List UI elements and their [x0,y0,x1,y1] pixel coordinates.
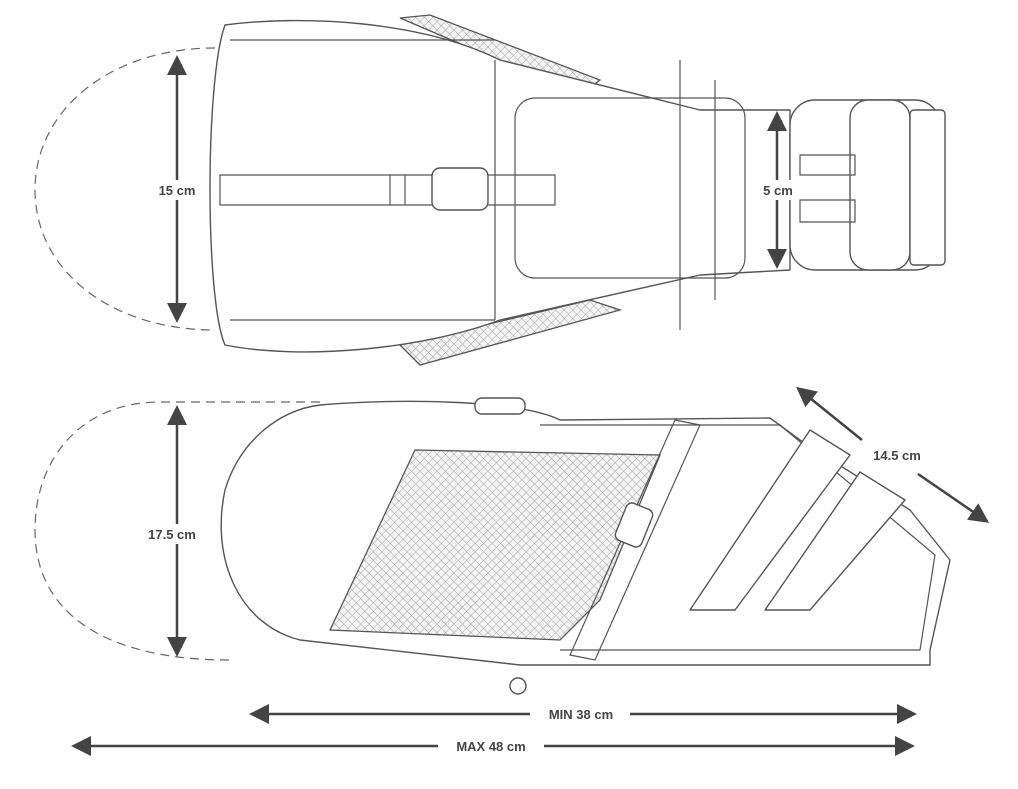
height-label: 17.5 cm [148,527,196,542]
clamp-back [909,109,946,266]
top-bag-body [209,19,791,353]
valve-strap [679,60,716,330]
side-strap [569,419,701,661]
mount-pad-2 [764,471,906,611]
mount-arrow-lower [917,472,990,523]
top-panel [514,97,746,279]
mount-pad-1 [689,429,851,611]
clamp-rail [799,154,856,223]
mesh-pocket [328,449,661,641]
width-label: 15 cm [159,183,196,198]
top-view: 15 cm 5 cm [34,14,946,366]
top-seam [230,39,496,321]
light-loop [509,677,527,695]
side-view: 17.5 cm 14.5 cm MIN 38 cm MAX 48 cm [34,386,990,756]
side-buckle [614,502,654,548]
top-strap-mesh-lower [398,299,623,366]
buckle [431,167,489,211]
top-buckle [474,397,526,415]
expanded-roll-outline-side [34,401,320,661]
min-length-label: MIN 38 cm [549,707,613,722]
mount-arrow-upper [796,386,863,441]
expanded-roll-outline [34,47,216,331]
clamp-ring [849,99,911,271]
mount-label: 14.5 cm [873,448,921,463]
valve-label: 5 cm [763,183,793,198]
max-length-label: MAX 48 cm [456,739,525,754]
